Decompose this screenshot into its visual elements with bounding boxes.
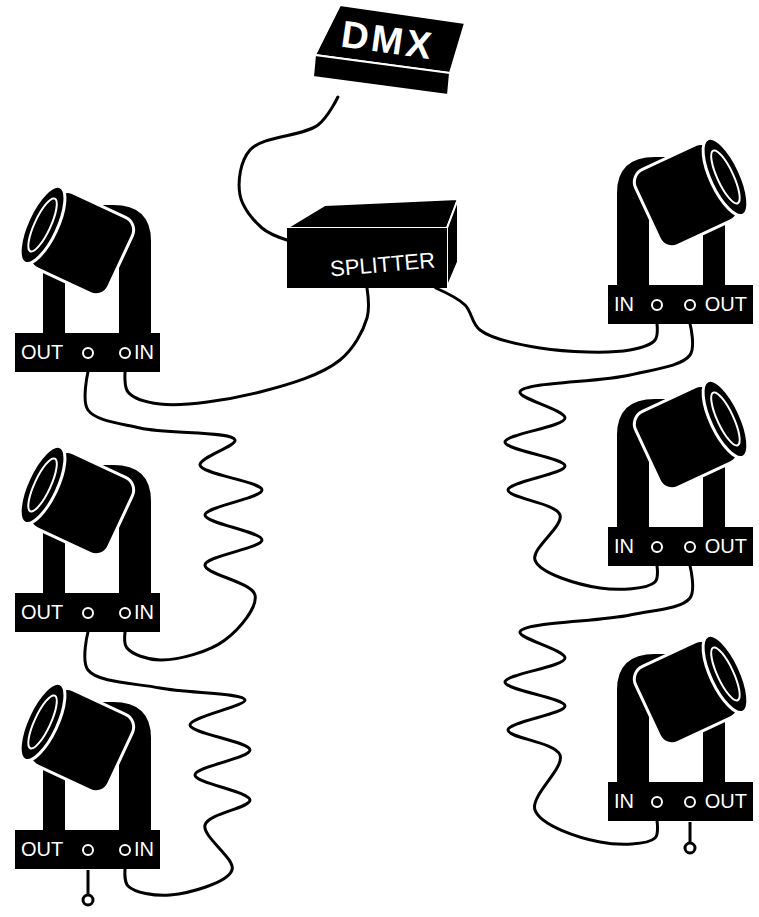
port-label: OUT bbox=[21, 838, 63, 861]
jack-socket bbox=[651, 541, 663, 553]
jack-socket bbox=[119, 607, 131, 619]
jack-socket bbox=[119, 844, 131, 856]
fixture-base: OUT IN bbox=[15, 593, 160, 632]
jack-socket bbox=[119, 347, 131, 359]
port-label: OUT bbox=[21, 601, 63, 624]
terminator bbox=[83, 870, 93, 905]
port-label: IN bbox=[134, 341, 154, 364]
moving-head-fixture bbox=[11, 441, 151, 593]
moving-head-fixture bbox=[11, 181, 151, 333]
fixture-base: OUT IN bbox=[15, 830, 160, 869]
dmx-cable bbox=[125, 288, 368, 405]
moving-head-fixture bbox=[617, 375, 757, 527]
moving-head-fixture bbox=[617, 630, 757, 782]
port-label: IN bbox=[614, 535, 634, 558]
port-label: IN bbox=[134, 838, 154, 861]
moving-head-fixture bbox=[617, 133, 757, 285]
device-label: SPLITTER bbox=[329, 247, 436, 282]
jack-socket bbox=[651, 796, 663, 808]
fixture-base: IN OUT bbox=[608, 285, 753, 324]
splitter-top-face bbox=[287, 199, 458, 228]
port-label: IN bbox=[614, 790, 634, 813]
fixture-base: OUT IN bbox=[15, 333, 160, 372]
dmx-cable bbox=[239, 97, 338, 240]
port-label: IN bbox=[614, 293, 634, 316]
port-label: OUT bbox=[705, 535, 747, 558]
port-label: OUT bbox=[705, 293, 747, 316]
fixture-base: IN OUT bbox=[608, 782, 753, 821]
jack-socket bbox=[82, 844, 94, 856]
moving-head-fixture bbox=[11, 678, 151, 830]
splitter-side-face bbox=[447, 199, 458, 288]
port-label: OUT bbox=[21, 341, 63, 364]
jack-socket bbox=[684, 299, 696, 311]
jack-socket bbox=[684, 541, 696, 553]
jack-socket bbox=[684, 796, 696, 808]
fixture-base: IN OUT bbox=[608, 527, 753, 566]
port-label: IN bbox=[134, 601, 154, 624]
port-label: OUT bbox=[705, 790, 747, 813]
terminator bbox=[685, 822, 695, 853]
dmx-controller: DMX bbox=[310, 5, 465, 97]
jack-socket bbox=[82, 607, 94, 619]
jack-socket bbox=[651, 299, 663, 311]
dmx-splitter: SPLITTER bbox=[287, 228, 447, 288]
jack-socket bbox=[82, 347, 94, 359]
